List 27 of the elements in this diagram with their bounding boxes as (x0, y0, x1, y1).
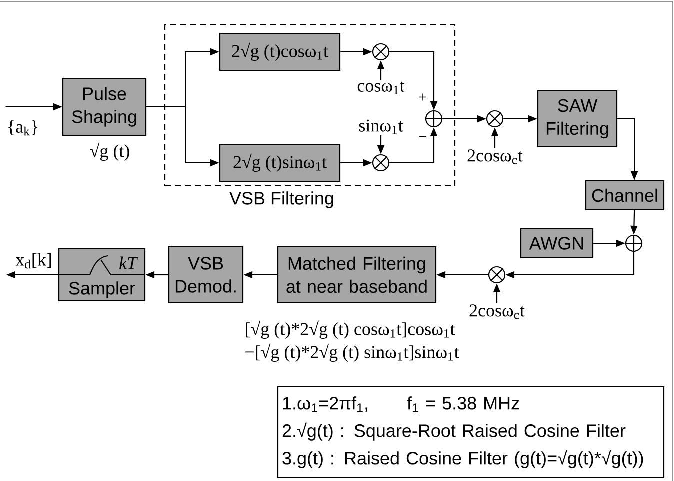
process-box: 2√g (t)cosω$_{1}$t (219, 32, 341, 72)
signal-label: 2cosω$_{c}$t (468, 150, 523, 164)
notes-box: 1.ω$_{1}$=2πf$_{1}$, f$_{1}$ = 5.38 MHz 2.√g(t) : Square-Root Raised Cosine Filter 3.g(t) : Raised Cosine Filter (g(t)=√g(t)*√g(t)) (277, 386, 665, 479)
process-box: Channel (585, 180, 665, 211)
process-box: VSB Demod. (168, 246, 244, 304)
group-title: VSB Filtering (230, 192, 334, 208)
process-box: Matched Filtering at near baseband (277, 246, 437, 304)
signal-label: 2cosω$_{c}$t (470, 304, 525, 320)
signal-label: sinω$_{1}$t (359, 120, 404, 134)
process-box: AWGN (520, 228, 594, 259)
signal-label: x$_{d}$[k] (16, 253, 52, 269)
multiplier-symbol (372, 43, 390, 61)
sign-label: − (420, 136, 426, 138)
multiplier-symbol (488, 266, 506, 284)
formula-label: −[√g (t)*2√g (t) sinω$_{1}$t]sinω$_{1}$t (246, 344, 460, 362)
sign-label: + (420, 94, 426, 101)
signal-label: cosω$_{1}$t (358, 82, 405, 94)
sampling-label: kT (120, 256, 138, 270)
signal-label: {a$_{k}$} (8, 120, 38, 136)
multiplier-symbol (486, 110, 504, 128)
formula-label: √g (t) (90, 142, 130, 162)
process-box: 2√g (t)sinω$_{1}$t (219, 144, 341, 182)
adder-symbol (624, 234, 644, 253)
multiplier-symbol (372, 154, 390, 172)
process-box: Pulse Shaping (62, 78, 147, 136)
process-box: SAW Filtering (537, 90, 618, 148)
formula-label: [√g (t)*2√g (t) cosω$_{1}$t]cosω$_{1}$t (246, 320, 456, 340)
